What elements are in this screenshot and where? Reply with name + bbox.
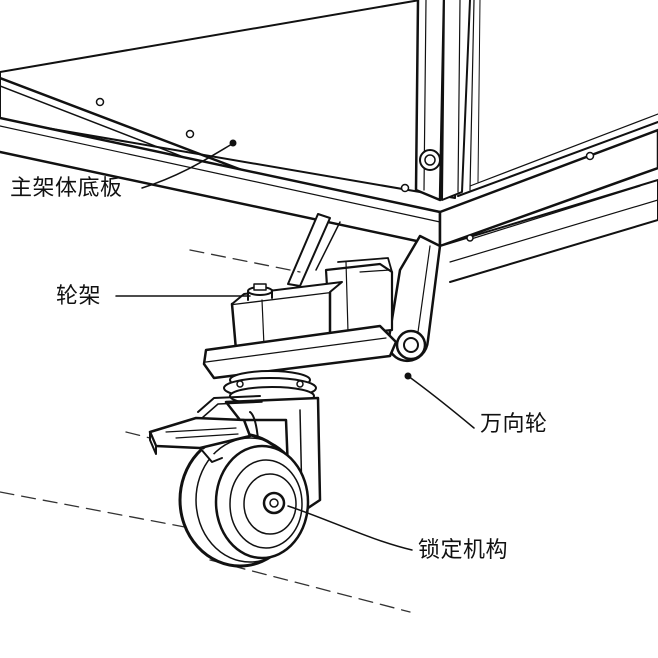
label-swivel-caster: 万向轮: [480, 412, 548, 437]
leader-frame: [141, 143, 233, 189]
label-main-frame-plate: 主架体底板: [10, 176, 123, 201]
caster-wheel: [178, 432, 310, 568]
axle-nut-icon: [262, 491, 286, 515]
support-strut: [287, 213, 341, 287]
plate-rivets: [95, 97, 595, 242]
wheel-bracket: [202, 257, 398, 380]
leader-caster: [407, 375, 475, 429]
upright-post: [414, 0, 481, 202]
label-locking-mechanism: 锁定机构: [418, 538, 509, 563]
leader-lock: [287, 505, 413, 551]
lock-lever: [148, 395, 263, 463]
hex-bolt-icon: [247, 283, 273, 301]
label-wheel-bracket: 轮架: [56, 284, 102, 309]
leader-lines: [115, 139, 475, 551]
main-frame-plate: [0, 0, 658, 283]
ground-lines: [0, 249, 411, 613]
